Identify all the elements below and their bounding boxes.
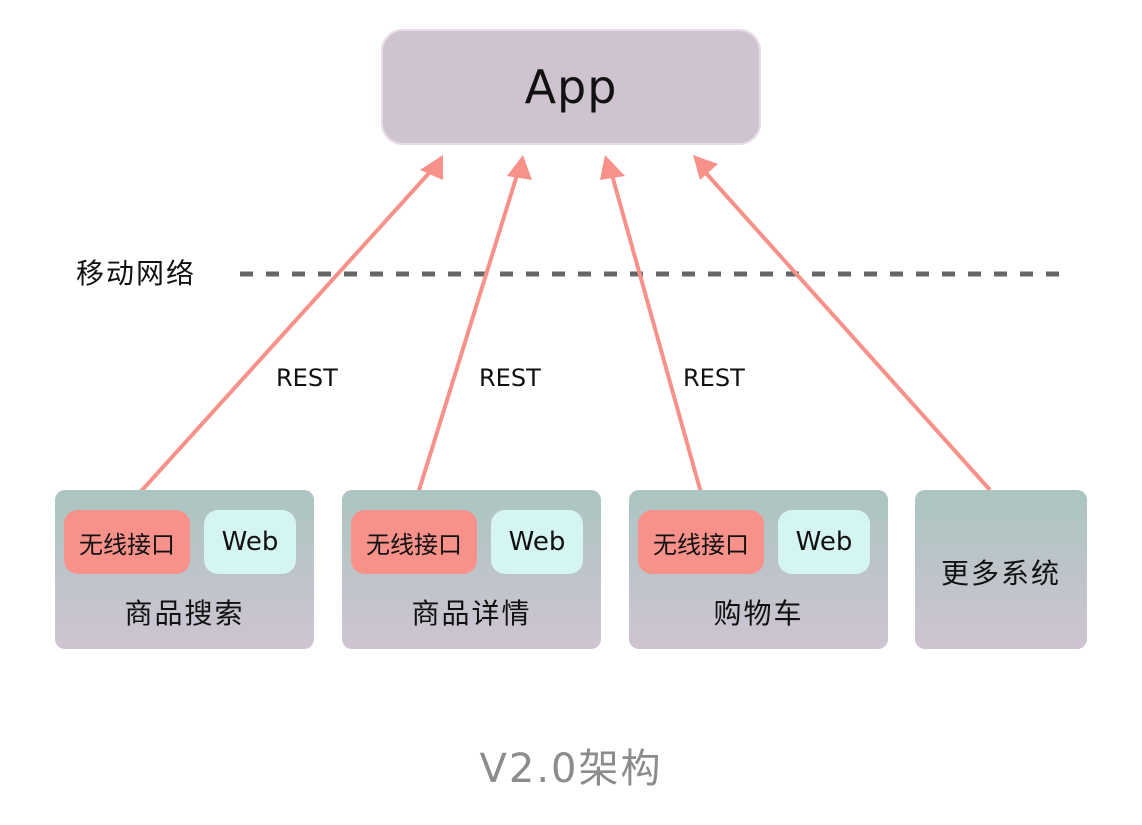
system-detail: 无线接口 Web 商品详情 — [342, 490, 601, 649]
wireless-interface: 无线接口 — [638, 510, 764, 574]
arrow-search-to-app — [133, 155, 443, 500]
system-more: 更多系统 — [915, 490, 1087, 649]
rest-label-detail: REST — [479, 364, 541, 392]
arrow-detail-to-app — [414, 155, 532, 501]
arrow-more-to-app — [693, 155, 992, 492]
wireless-interface: 无线接口 — [64, 510, 190, 574]
app-label: App — [524, 60, 618, 114]
system-name: 商品搜索 — [124, 597, 245, 630]
web-module: Web — [778, 510, 870, 574]
system-name: 商品详情 — [411, 597, 532, 630]
rest-label-search: REST — [276, 364, 338, 392]
system-name: 购物车 — [713, 597, 804, 630]
wireless-interface: 无线接口 — [351, 510, 477, 574]
mobile-network-label: 移动网络 — [76, 257, 197, 290]
system-cart: 无线接口 Web 购物车 — [629, 490, 888, 649]
web-module: Web — [204, 510, 296, 574]
web-module: Web — [491, 510, 583, 574]
system-search: 无线接口 Web 商品搜索 — [55, 490, 314, 649]
arrow-cart-to-app — [600, 155, 705, 501]
rest-label-cart: REST — [683, 364, 745, 392]
system-name: 更多系统 — [940, 557, 1061, 590]
diagram-caption: V2.0架构 — [479, 746, 663, 792]
app-node: App — [381, 29, 761, 145]
